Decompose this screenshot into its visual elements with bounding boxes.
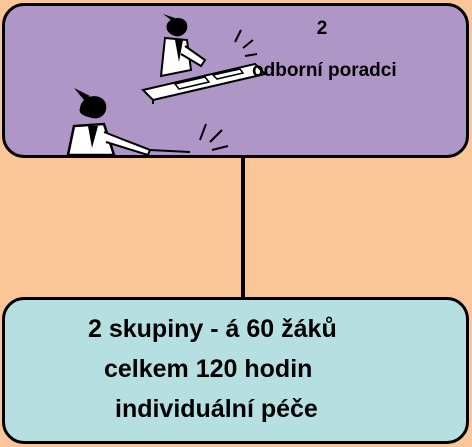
advisor-count: 2 bbox=[316, 18, 328, 39]
person-at-desk-icon bbox=[141, 14, 267, 104]
advisor-label: odborní poradci bbox=[252, 60, 397, 81]
connector-line bbox=[241, 157, 245, 298]
groups-box bbox=[2, 297, 469, 444]
person-writing-icon bbox=[66, 88, 229, 155]
care-line: individuální péče bbox=[115, 395, 318, 423]
groups-line: 2 skupiny - á 60 žáků bbox=[88, 315, 337, 343]
hours-line: celkem 120 hodin bbox=[104, 355, 313, 383]
